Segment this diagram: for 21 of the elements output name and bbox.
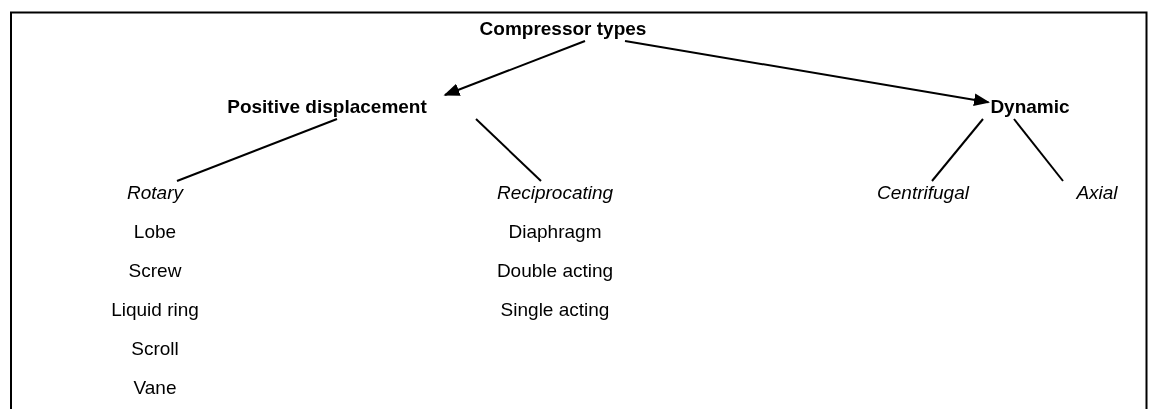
category-heading: Compressor types [477,17,649,41]
type-label: Vane [133,377,177,399]
arrow [624,40,990,107]
type-label: Liquid ring [111,299,199,321]
subcategory-label: Centrifugal [875,181,971,205]
connector-line [475,118,542,182]
connector-line [931,118,984,182]
type-label: Screw [128,260,182,282]
type-label: Scroll [131,338,179,360]
connector-line [176,118,338,182]
type-label: Double acting [496,260,614,282]
connector-line [1013,118,1064,182]
category-heading: Positive displacement [225,95,429,119]
subcategory-label: Reciprocating [494,181,616,205]
category-heading: Dynamic [988,95,1072,119]
arrow [443,40,586,96]
subcategory-label: Rotary [125,181,185,205]
type-label: Lobe [133,221,177,243]
type-label: Single acting [500,299,610,321]
subcategory-label: Axial [1074,181,1120,205]
type-label: Diaphragm [508,221,602,243]
